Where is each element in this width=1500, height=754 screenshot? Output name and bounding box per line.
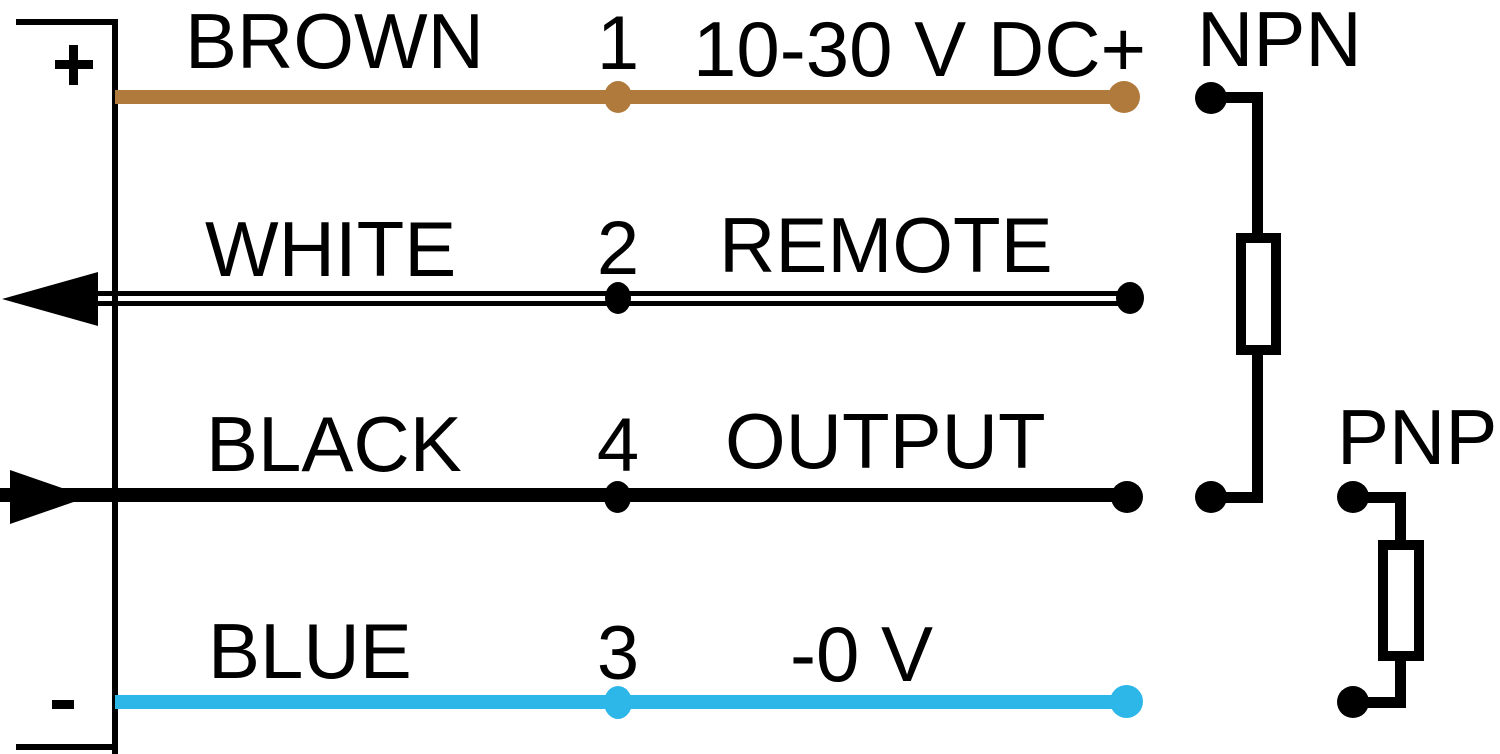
pnp-wire-bottom-vertical [1395,655,1406,708]
function-label-output: OUTPUT [725,397,1046,485]
npn-wire-bottom-horizontal [1211,492,1263,503]
pin-number-3: 3 [596,611,640,696]
arrow-left-icon [2,272,98,326]
pnp-label: PNP [1337,393,1498,481]
wire-label-brown: BROWN [185,0,484,85]
device-bottom-line [16,744,116,750]
blue-pin-dot [604,686,632,719]
white-end-dot [1116,282,1144,314]
wire-label-black: BLACK [206,400,462,488]
pnp-wire-top-horizontal [1353,492,1406,503]
npn-wire-top-horizontal [1211,92,1263,103]
pin-number-4: 4 [596,403,640,488]
pnp-bottom-dot [1337,686,1369,718]
black-wire [0,488,1127,502]
device-side-line [112,19,118,754]
black-end-dot [1111,481,1143,513]
npn-resistor [1236,233,1281,355]
function-label-supply: 10-30 V DC+ [693,5,1147,93]
pin-number-2: 2 [596,206,640,291]
pin-number-1: 1 [596,1,640,86]
brown-pin-dot [604,81,632,113]
brown-end-dot [1108,81,1140,113]
plus-icon-vbar [69,45,78,85]
blue-end-dot [1110,685,1143,718]
function-label-zero-volt: -0 V [790,610,934,698]
black-pin-dot [604,481,631,513]
wire-label-white: WHITE [205,205,457,293]
white-wire-outline-top [55,291,1130,296]
white-pin-dot [605,282,631,314]
arrow-right-icon [10,470,88,524]
pnp-wire-top-vertical [1395,492,1406,547]
function-label-remote: REMOTE [719,201,1053,289]
minus-icon [52,700,74,709]
npn-label: NPN [1197,0,1362,83]
npn-wire-top-vertical [1252,92,1263,240]
npn-bottom-dot [1195,481,1227,513]
wire-label-blue: BLUE [208,607,412,695]
npn-wire-bottom-vertical [1252,348,1263,503]
device-top-line [16,19,116,25]
pnp-wire-bottom-horizontal [1353,697,1406,708]
white-wire-outline-bottom [55,301,1130,306]
pnp-resistor [1378,540,1424,661]
